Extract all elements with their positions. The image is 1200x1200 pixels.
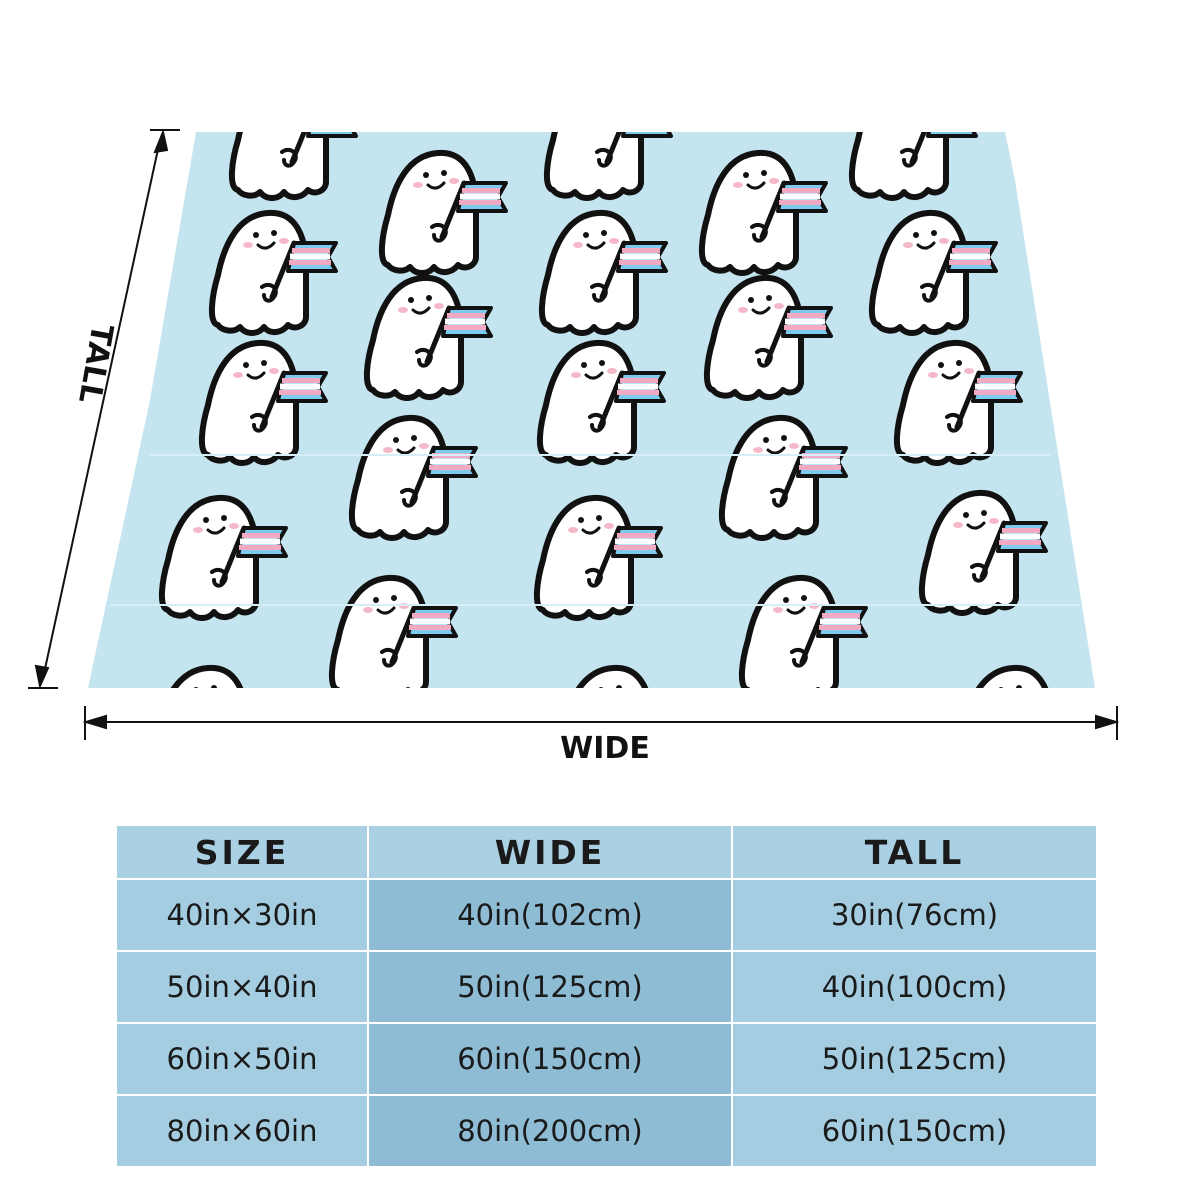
cell-size: 50in×40in bbox=[115, 950, 369, 1024]
table-row: 50in×40in 50in(125cm) 40in(100cm) bbox=[115, 950, 1098, 1024]
tall-dimension-arrow bbox=[28, 128, 180, 690]
size-table: SIZE WIDE TALL 40in×30in 40in(102cm) 30i… bbox=[115, 824, 1098, 1168]
size-table-header: SIZE WIDE TALL bbox=[115, 824, 1098, 880]
header-tall: TALL bbox=[731, 824, 1098, 880]
cell-wide: 60in(150cm) bbox=[367, 1022, 733, 1096]
cell-wide: 50in(125cm) bbox=[367, 950, 733, 1024]
wide-label: WIDE bbox=[560, 731, 650, 766]
cell-tall: 50in(125cm) bbox=[731, 1022, 1098, 1096]
blanket-illustration: TALL WIDE bbox=[28, 128, 1120, 766]
cell-wide: 40in(102cm) bbox=[367, 878, 733, 952]
wide-dimension-arrow bbox=[82, 706, 1120, 740]
cell-tall: 30in(76cm) bbox=[731, 878, 1098, 952]
tall-label: TALL bbox=[71, 321, 119, 405]
cell-tall: 40in(100cm) bbox=[731, 950, 1098, 1024]
cell-tall: 60in(150cm) bbox=[731, 1094, 1098, 1168]
cell-size: 40in×30in bbox=[115, 878, 369, 952]
table-row: 80in×60in 80in(200cm) 60in(150cm) bbox=[115, 1094, 1098, 1168]
cell-size: 60in×50in bbox=[115, 1022, 369, 1096]
header-size: SIZE bbox=[115, 824, 369, 880]
table-row: 40in×30in 40in(102cm) 30in(76cm) bbox=[115, 878, 1098, 952]
cell-wide: 80in(200cm) bbox=[367, 1094, 733, 1168]
table-row: 60in×50in 60in(150cm) 50in(125cm) bbox=[115, 1022, 1098, 1096]
cell-size: 80in×60in bbox=[115, 1094, 369, 1168]
header-wide: WIDE bbox=[367, 824, 733, 880]
